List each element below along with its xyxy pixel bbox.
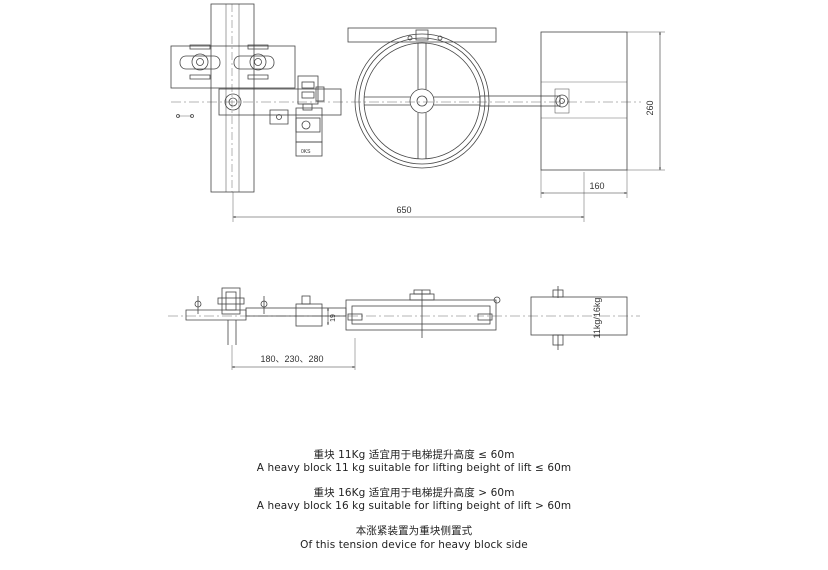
side-pulley — [345, 289, 501, 338]
mounting-plate — [170, 44, 296, 89]
counterweight-block — [540, 31, 628, 171]
caption-line-1: 重块 11Kg 适宜用于电梯提升高度 ≤ 60m — [313, 449, 515, 461]
pivot-bracket — [269, 75, 325, 157]
pulley-wheel — [347, 27, 497, 169]
caption-line-2: A heavy block 11 kg suitable for lifting… — [256, 462, 572, 474]
block-weight-label: 11kg/16kg — [592, 298, 602, 339]
dim-width-160: 160 — [589, 181, 604, 191]
caption-line-5: 本涨紧装置为重块侧置式 — [355, 525, 473, 537]
side-dimension-text: 180、230、280 19 11kg/16kg — [260, 298, 602, 364]
bracket-mark: 0KS — [301, 149, 311, 155]
dim-height-260: 260 — [645, 100, 655, 115]
caption-line-6: Of this tension device for heavy block s… — [300, 539, 528, 551]
rail-clamp — [185, 287, 268, 345]
top-dimensions — [232, 31, 665, 222]
top-dimension-text: 260 160 650 0KS — [301, 100, 655, 215]
side-dimensions — [231, 307, 356, 370]
top-view — [170, 3, 665, 222]
caption-line-3: 重块 16Kg 适宜用于电梯提升高度 > 60m — [313, 487, 515, 499]
dim-range: 180、230、280 — [260, 354, 323, 364]
dim-length-650: 650 — [396, 205, 411, 215]
tension-arm — [171, 88, 641, 118]
caption-line-4: A heavy block 16 kg suitable for lifting… — [256, 500, 572, 512]
side-view — [168, 286, 640, 370]
side-block — [530, 286, 628, 350]
dim-offset-19: 19 — [330, 314, 337, 322]
